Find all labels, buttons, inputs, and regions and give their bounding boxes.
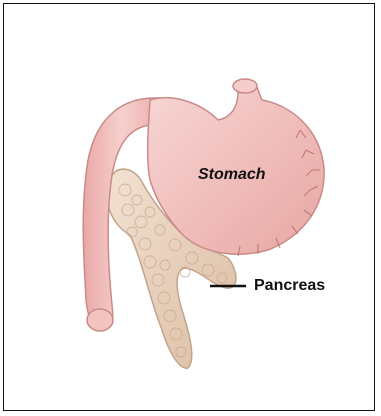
- pancreas-label: Pancreas: [254, 277, 325, 295]
- stomach-label: Stomach: [198, 166, 266, 184]
